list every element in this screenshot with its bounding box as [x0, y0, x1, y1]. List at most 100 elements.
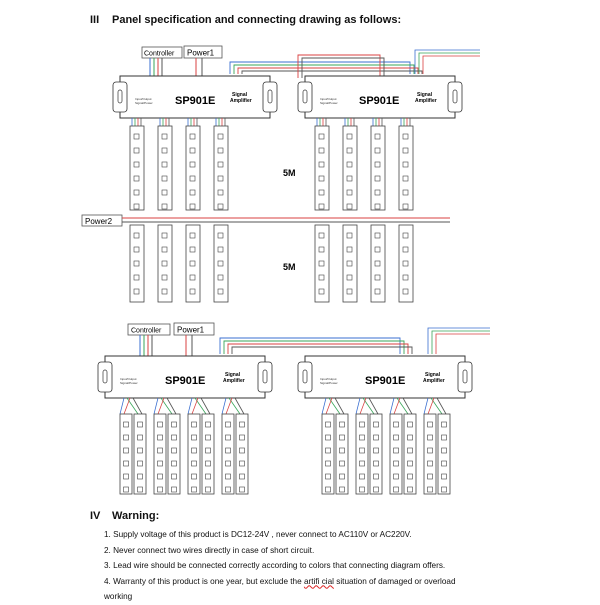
led-chip: [402, 189, 409, 196]
led-chip: [393, 460, 399, 467]
led-chip: [217, 274, 224, 281]
led-chip: [217, 203, 224, 210]
led-chip: [191, 473, 197, 480]
amplifier-unit-2: Input/Output Signal/Power SP901E Signal …: [297, 75, 463, 119]
led-chip: [191, 447, 197, 454]
led-chip: [189, 232, 196, 239]
warning-item-4-continued: working: [104, 592, 133, 601]
led-chip: [318, 288, 325, 295]
led-chip: [137, 486, 143, 493]
svg-text:Input/Output: Input/Output: [320, 377, 337, 381]
led-chip: [217, 260, 224, 267]
warning-item-4-text: 4. Warranty of this product is one year,…: [104, 576, 304, 586]
led-chip: [171, 447, 177, 454]
led-chip: [359, 434, 365, 441]
led-chip: [402, 133, 409, 140]
led-chip: [217, 133, 224, 140]
led-chip: [161, 288, 168, 295]
led-chip: [318, 161, 325, 168]
input-wires-amp-1: [139, 335, 193, 356]
led-chip: [346, 175, 353, 182]
led-chip: [359, 421, 365, 428]
cascade-wires: [229, 54, 423, 78]
led-chip: [171, 460, 177, 467]
led-chip: [359, 486, 365, 493]
led-strip: [235, 413, 249, 495]
led-chip: [346, 274, 353, 281]
led-chip: [157, 486, 163, 493]
led-strip: [187, 413, 201, 495]
led-chip: [374, 147, 381, 154]
led-chip: [427, 473, 433, 480]
wiring-diagram-svg-1: Controller Power1 Input/: [81, 45, 480, 303]
model-label: SP901E: [365, 375, 405, 387]
led-chip: [225, 434, 231, 441]
led-chip: [133, 147, 140, 154]
led-chip: [225, 460, 231, 467]
led-chip: [407, 486, 413, 493]
led-strip: [129, 224, 145, 303]
led-chip: [407, 434, 413, 441]
warning-item-3: 3. Lead wire should be connected correct…: [104, 561, 446, 570]
led-chip: [189, 161, 196, 168]
led-chip: [346, 161, 353, 168]
led-chip: [217, 161, 224, 168]
strip-length-label: 5M: [283, 262, 296, 272]
section-number: IV: [90, 510, 101, 522]
model-label: SP901E: [165, 375, 205, 387]
led-strip: [370, 125, 386, 211]
led-chip: [359, 473, 365, 480]
svg-text:Signal/Power: Signal/Power: [135, 101, 153, 105]
led-chip: [339, 434, 345, 441]
led-chip: [161, 161, 168, 168]
controller-label-box: [127, 323, 171, 336]
led-chip: [318, 133, 325, 140]
led-strip: [119, 413, 133, 495]
led-chip: [318, 189, 325, 196]
led-chip: [402, 161, 409, 168]
led-chip: [161, 203, 168, 210]
led-chip: [205, 486, 211, 493]
led-chip: [133, 288, 140, 295]
amplifier-label: Amplifier: [423, 378, 445, 384]
led-chip: [393, 434, 399, 441]
led-chip: [402, 274, 409, 281]
led-strip: [369, 413, 383, 495]
led-chip: [217, 246, 224, 253]
led-chip: [374, 246, 381, 253]
led-chip: [157, 434, 163, 441]
led-chip: [346, 260, 353, 267]
led-chip: [373, 434, 379, 441]
output-wires-amp-2: [414, 49, 480, 74]
led-strip: [129, 125, 145, 211]
led-chip: [205, 447, 211, 454]
led-chip: [373, 460, 379, 467]
led-chip: [189, 133, 196, 140]
led-chip: [402, 246, 409, 253]
svg-text:Signal/Power: Signal/Power: [120, 381, 138, 385]
led-chip: [239, 460, 245, 467]
led-chip: [189, 260, 196, 267]
led-chip: [161, 175, 168, 182]
led-strip: [185, 224, 201, 303]
led-chip: [189, 246, 196, 253]
led-strip: [157, 224, 173, 303]
signal-label: Signal: [417, 92, 433, 98]
led-chip: [189, 147, 196, 154]
led-chip: [325, 434, 331, 441]
led-chip: [402, 203, 409, 210]
led-chip: [441, 447, 447, 454]
led-strips-group-1: [129, 118, 414, 303]
led-chip: [133, 175, 140, 182]
led-chip: [407, 421, 413, 428]
led-chip: [161, 274, 168, 281]
power2-label: Power2: [85, 217, 113, 226]
led-chip: [123, 473, 129, 480]
led-strip: [335, 413, 349, 495]
led-chip: [133, 133, 140, 140]
led-strip: [314, 224, 330, 303]
led-chip: [393, 486, 399, 493]
signal-label: Signal: [225, 372, 241, 378]
